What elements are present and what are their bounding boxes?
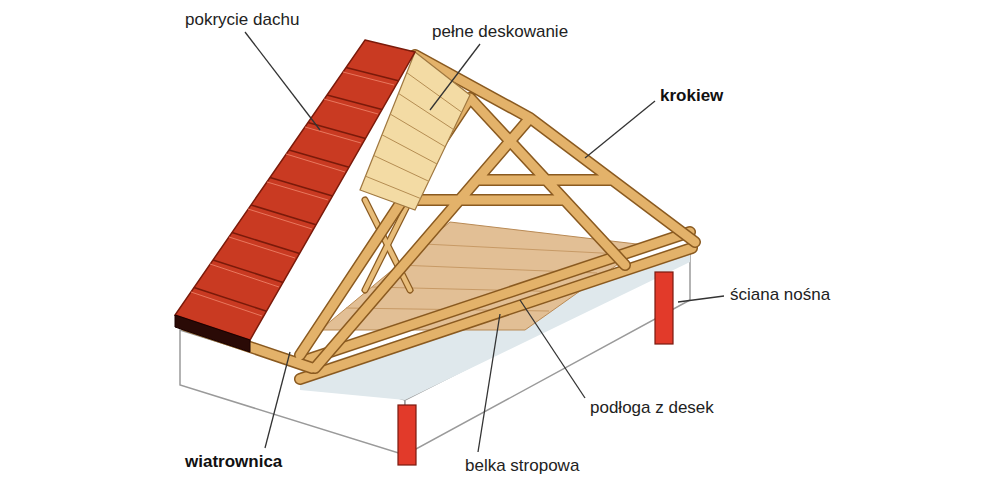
tile-edge: [175, 315, 250, 352]
bearing-wall: [398, 405, 416, 465]
part-label: pokrycie dachu: [185, 10, 299, 30]
tile-rows: [194, 68, 399, 312]
part-label: krokiew: [660, 86, 723, 106]
bearing-wall: [655, 272, 673, 344]
part-label: wiatrownica: [185, 452, 282, 472]
tile-highlights: [191, 72, 394, 316]
leader-lines: [245, 32, 724, 452]
part-label: belka stropowa: [465, 456, 579, 476]
floor-beam: [300, 232, 692, 379]
part-label: ściana nośna: [730, 285, 830, 305]
floor-beam: [300, 232, 692, 379]
part-label: podłoga z desek: [590, 398, 714, 418]
part-label: pełne deskowanie: [432, 22, 568, 42]
roof-tiles: [175, 40, 415, 340]
